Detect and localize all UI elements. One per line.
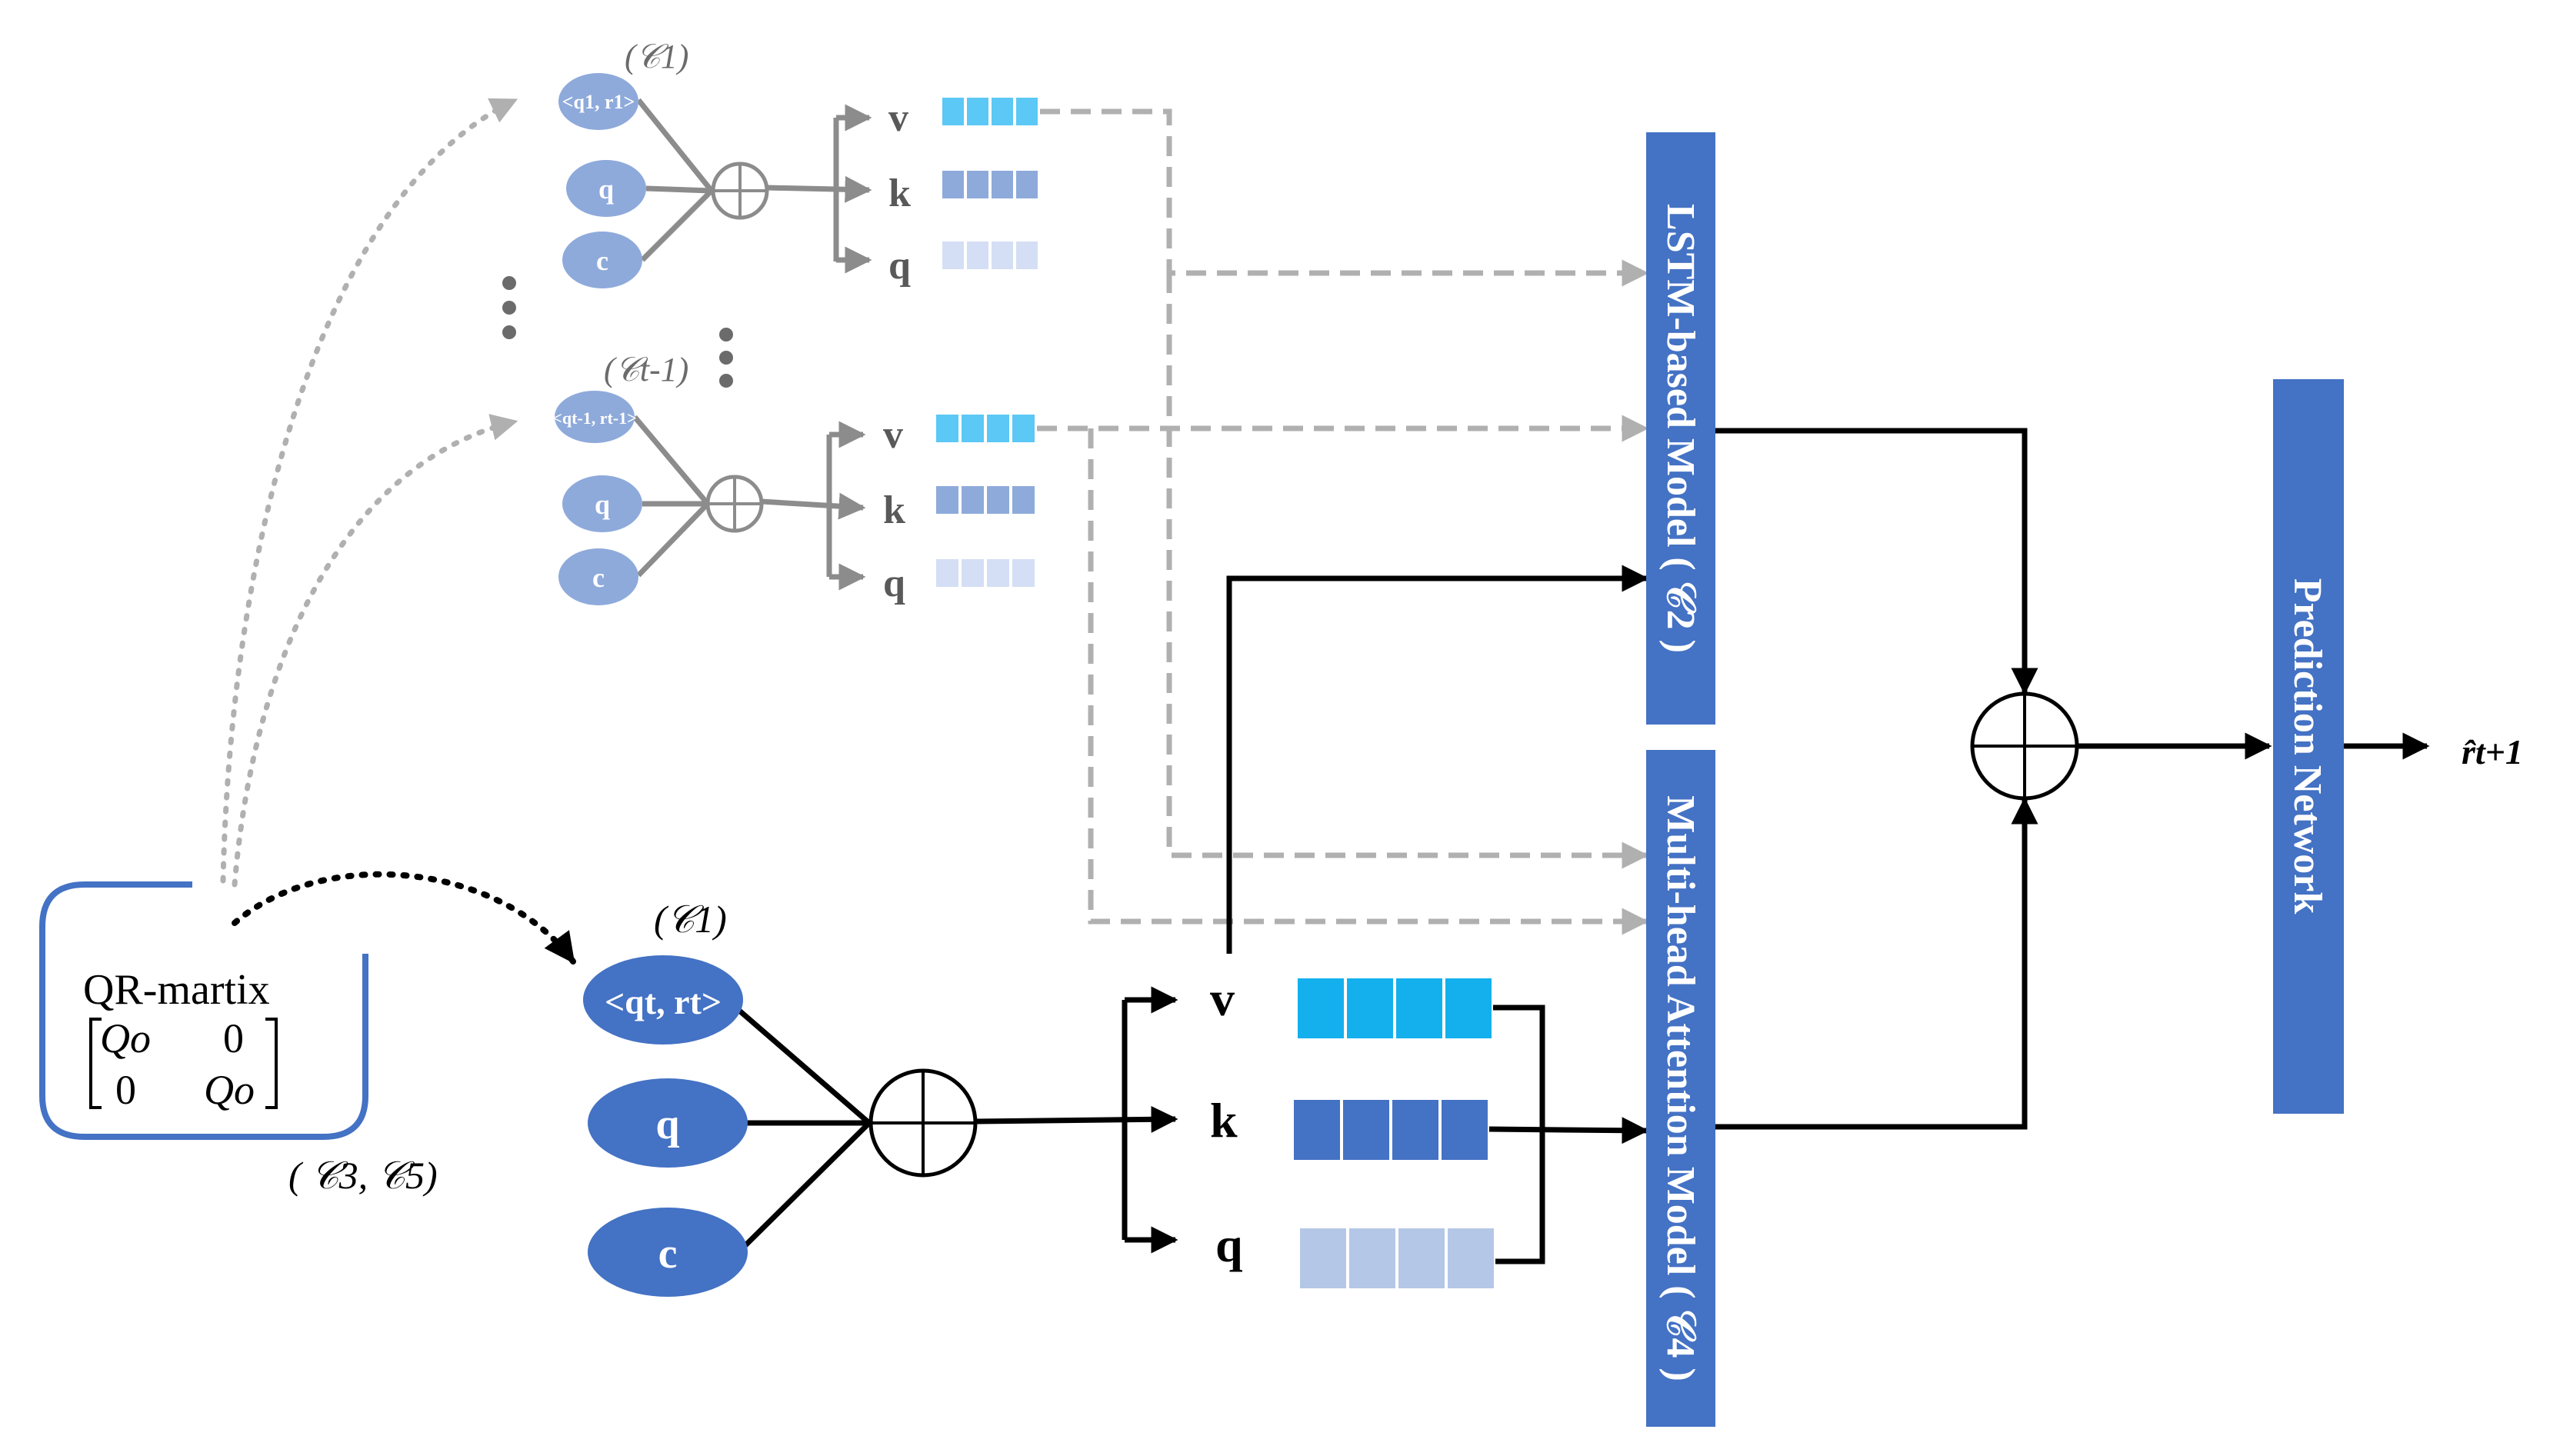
qr-matrix-m11: Qo [100,1015,151,1061]
v-label: v [883,413,903,457]
q-oval-label: q [598,174,614,205]
q-oval [588,1078,748,1168]
bottom-unit: (𝒞1) <qt, rt> q c v k q [583,565,1649,1297]
k-label: k [888,172,911,215]
qr-oval [558,73,638,130]
qr-oval [555,391,635,443]
c-oval [558,548,638,605]
qr-oval [583,955,743,1045]
k-vector [933,483,1038,517]
qr-dotted-links [220,97,576,965]
prediction-block-label: Prediction Network [2285,578,2329,915]
k-label: k [1210,1093,1238,1148]
qr-matrix-box: QR-martix Qo 0 0 Qo ( 𝒞3, 𝒞5) [39,881,438,1197]
qr-matrix-m12: 0 [223,1015,244,1061]
q-label: q [888,244,911,288]
c-oval [562,232,642,288]
k-vector [1291,1097,1491,1163]
merge-connectors [1715,428,2430,1130]
c-oval-label: c [658,1230,678,1278]
qr-matrix-m21: 0 [115,1067,136,1113]
qr-oval-label: <qt-1, rt-1> [552,408,636,428]
prediction-block: Prediction Network [2273,379,2344,1114]
q-oval [562,475,642,532]
qr-oval-label: <qt, rt> [605,982,722,1021]
q-label: q [883,561,905,605]
k-vector [939,168,1041,202]
q-label: q [1215,1218,1243,1272]
attention-block: Multi-head Attention Model ( 𝒞4 ) [1646,750,1715,1427]
lstm-block-label: LSTM-based Model ( 𝒞2 ) [1658,204,1702,653]
bottom-unit-label: (𝒞1) [654,898,727,941]
v-vector [1295,975,1495,1041]
merge-sum-node [1970,691,2079,801]
q-oval [566,160,646,217]
qr-oval-label: <q1, r1> [562,91,635,113]
qr-matrix-m22: Qo [204,1067,255,1113]
c-oval-label: c [592,562,605,593]
v-vector [939,95,1041,128]
top-unit-2: (𝒞t-1) <qt-1, rt-1> q c v k q [552,351,1038,605]
top-unit-1: (𝒞1) <q1, r1> q c v k q [558,38,1041,288]
lstm-block: LSTM-based Model ( 𝒞2 ) [1646,132,1715,725]
attention-block-label: Multi-head Attention Model ( 𝒞4 ) [1658,795,1702,1381]
qr-matrix-title: QR-martix [83,966,270,1014]
c-oval [588,1208,748,1297]
top-unit-1-label: (𝒞1) [625,38,688,75]
v-vector [933,411,1038,445]
gray-dashed-connectors [1037,108,1649,935]
q-vector [1297,1225,1497,1291]
q-oval-label: q [655,1101,679,1148]
q-vector [939,238,1041,272]
k-label: k [883,488,905,532]
ellipsis-dots [502,276,733,388]
q-vector [933,556,1038,590]
v-label: v [888,96,908,140]
v-label: v [1210,971,1235,1026]
output-label: r̂t+1 [2462,732,2523,771]
qr-matrix-caption: ( 𝒞3, 𝒞5) [288,1154,438,1197]
output-r-hat: r̂t+1 [2462,732,2523,771]
top-unit-2-label: (𝒞t-1) [604,351,688,388]
c-oval-label: c [596,245,608,276]
q-oval-label: q [595,489,610,520]
